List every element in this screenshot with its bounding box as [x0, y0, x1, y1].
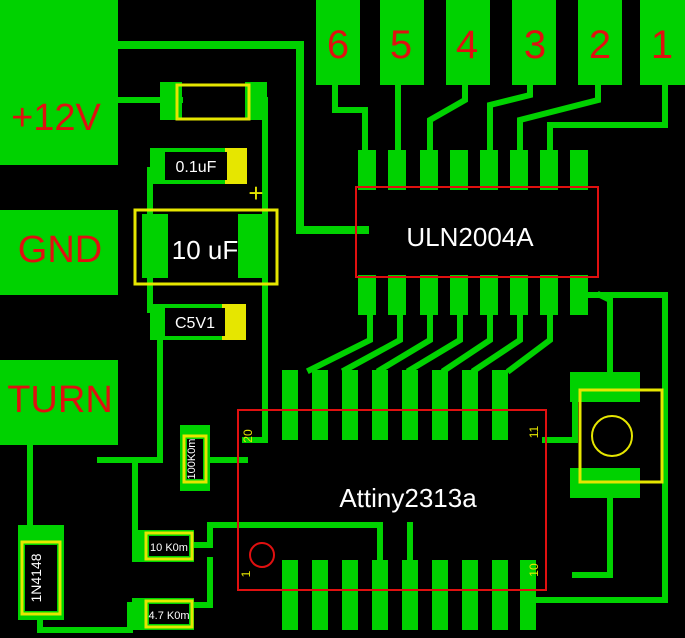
chip-uln: ULN2004A — [355, 150, 599, 315]
trace-link-3 — [375, 302, 433, 375]
trace-right-loop — [532, 292, 668, 603]
component-c-01uf: 0.1uF — [150, 148, 247, 184]
pin-label-1: 1 — [239, 570, 253, 577]
pin-label-10: 10 — [527, 563, 541, 577]
component-diode: 1N4148 — [18, 525, 64, 620]
component-c-10uf: 10 uF + — [133, 178, 279, 286]
label-100k: 100K0m — [186, 439, 198, 480]
output-label-2: 2 — [589, 23, 611, 67]
label-uln: ULN2004A — [406, 222, 534, 252]
trace-out-4 — [427, 82, 468, 153]
output-pad-4 — [446, 0, 490, 85]
output-label-6: 6 — [327, 23, 349, 67]
button-circle — [591, 415, 633, 457]
label-2k2: 2K2 — [197, 94, 229, 114]
polarity-plus: + — [248, 178, 263, 208]
trace-link-6 — [470, 302, 523, 375]
component-r-4k7: 4.7 K0m — [132, 598, 194, 630]
trace-link-1 — [305, 302, 373, 375]
trace-diode-top — [27, 437, 43, 533]
label-10uf: 10 uF — [172, 235, 239, 265]
trace-out-2 — [517, 82, 601, 153]
trace-link-4 — [405, 302, 463, 375]
trace-link-5 — [440, 302, 493, 375]
label-zener: C5V1 — [175, 315, 215, 332]
label-12v: +12V — [11, 97, 101, 139]
trace-link-2 — [340, 302, 403, 375]
trace-link-7 — [505, 302, 553, 375]
trace-4k7 — [187, 557, 213, 608]
label-diode: 1N4148 — [28, 553, 44, 602]
output-label-3: 3 — [524, 23, 546, 67]
pin1-marker — [249, 542, 275, 568]
trace-button-bottom — [572, 477, 613, 578]
label-4k7: 4.7 K0m — [149, 610, 190, 622]
label-01uf: 0.1uF — [176, 159, 217, 176]
component-2k2: 2K2 — [160, 82, 267, 121]
output-pad-6 — [316, 0, 360, 85]
trace-12v-uln — [106, 41, 369, 234]
trace-10k-to-pin — [187, 522, 383, 563]
traces — [27, 41, 668, 633]
component-r-10k: 10 K0m — [132, 530, 194, 562]
trace-button-top — [595, 290, 613, 378]
output-pad-3 — [512, 0, 556, 85]
pad-12v — [0, 0, 118, 165]
pin-label-11: 11 — [527, 425, 541, 438]
label-10k: 10 K0m — [150, 542, 188, 554]
trace-turn — [97, 327, 163, 463]
label-attiny: Attiny2313a — [339, 483, 477, 513]
output-label-1: 1 — [651, 23, 673, 67]
output-pad-2 — [578, 0, 622, 85]
chip-attiny: Attiny2313a 20 11 1 10 — [237, 370, 547, 630]
output-label-5: 5 — [390, 23, 412, 67]
output-label-4: 4 — [456, 23, 478, 67]
trace-out-3 — [487, 82, 533, 153]
pin-label-20: 20 — [241, 429, 255, 443]
trace-out-1 — [547, 82, 668, 153]
output-connectors: 6 5 4 3 2 1 — [316, 0, 685, 85]
component-zener: C5V1 — [150, 304, 246, 340]
output-pad-5 — [380, 0, 424, 85]
label-turn: TURN — [7, 379, 113, 421]
trace-rail-right — [242, 97, 268, 443]
component-button — [570, 372, 664, 498]
trace-out-6 — [332, 82, 368, 153]
power-connectors: +12V GND TURN — [0, 0, 118, 445]
pad-turn — [0, 360, 118, 445]
label-gnd: GND — [18, 229, 102, 271]
component-r-100k: 100K0m — [180, 425, 210, 491]
pad-gnd — [0, 210, 118, 295]
output-pad-1 — [640, 0, 685, 85]
